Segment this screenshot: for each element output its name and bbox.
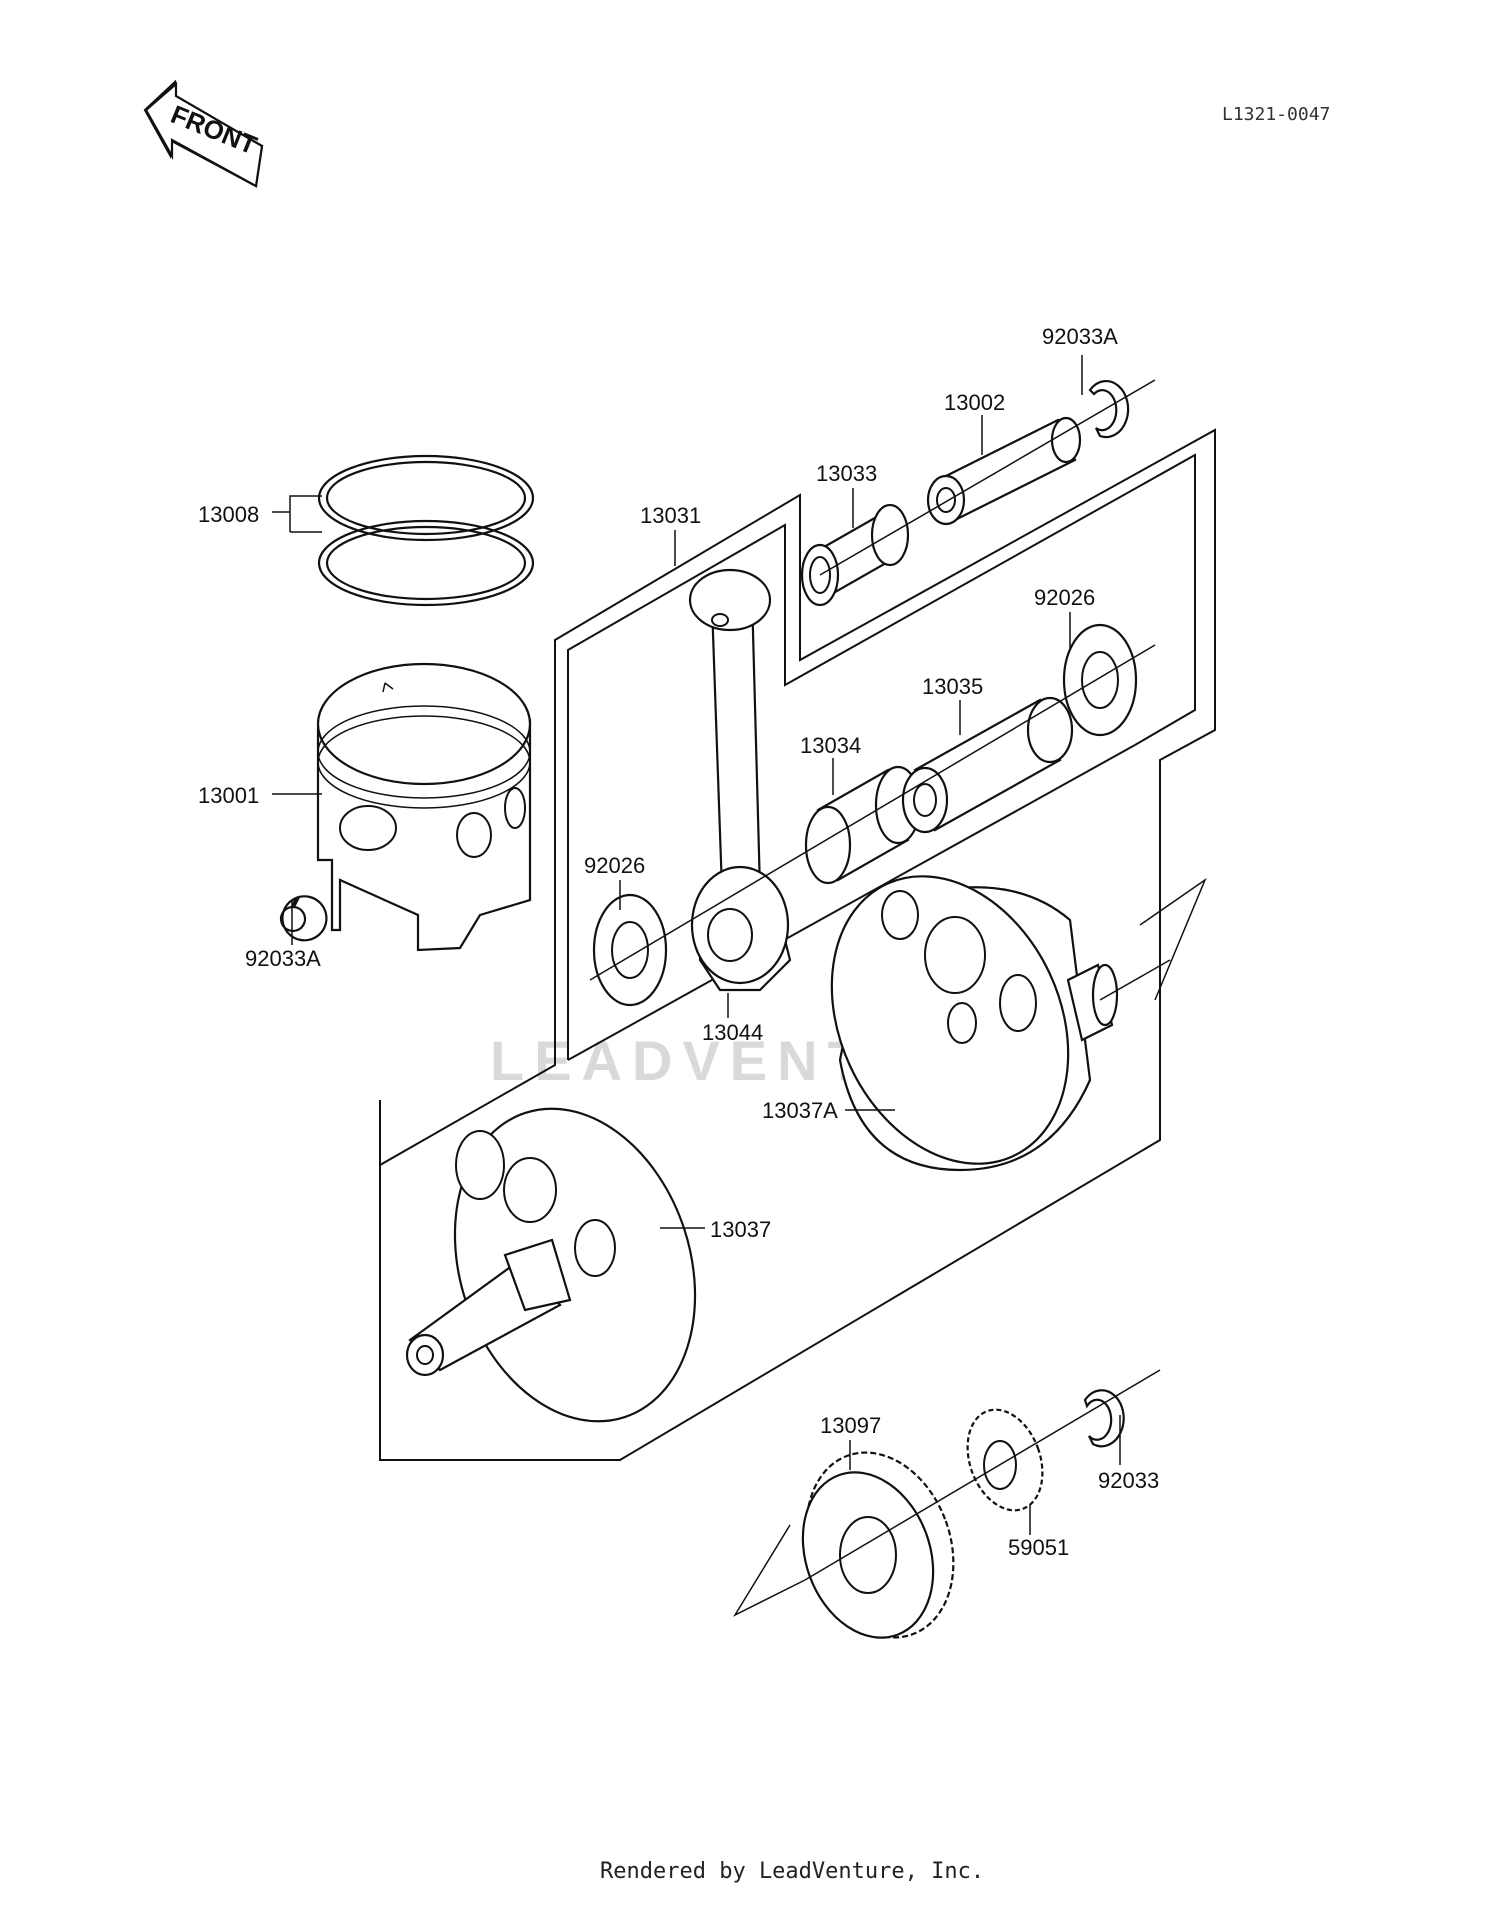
callout-92033: 92033: [1098, 1468, 1159, 1493]
connecting-rod: [688, 568, 792, 992]
primary-gear: [801, 1451, 955, 1639]
callout-13033: 13033: [816, 461, 877, 486]
piston: [316, 662, 532, 952]
callout-13034: 13034: [800, 733, 861, 758]
callout-13044: 13044: [702, 1020, 763, 1045]
callout-labels: 92033A 13002 13033 13031 13008 92026 130…: [198, 324, 1159, 1560]
thrust-washer-left: [592, 893, 668, 1007]
callout-13035: 13035: [922, 674, 983, 699]
callout-13008: 13008: [198, 502, 259, 527]
circlip-top: [1088, 380, 1130, 439]
sprocket: [966, 1408, 1044, 1512]
needle-bearing-large: [804, 765, 922, 885]
leader-lines: [272, 355, 1121, 1535]
callout-59051: 59051: [1008, 1535, 1069, 1560]
callout-13002: 13002: [944, 390, 1005, 415]
piston-rings: [317, 454, 535, 607]
thrust-washer-right: [1062, 623, 1138, 737]
callout-92033A-top: 92033A: [1042, 324, 1118, 349]
circlip-bottom: [1083, 1389, 1125, 1448]
callout-13001: 13001: [198, 783, 259, 808]
callout-92033A-left: 92033A: [245, 946, 321, 971]
callout-92026-right: 92026: [1034, 585, 1095, 610]
piston-pin: [926, 416, 1082, 526]
axis-break-right: [1139, 877, 1207, 1001]
axis-line-top: [819, 379, 1156, 576]
axis-break-bottom: [732, 1524, 806, 1617]
front-arrow-icon: FRONT: [143, 79, 264, 188]
callout-13037A: 13037A: [762, 1098, 838, 1123]
axis-line-middle: [589, 644, 1156, 981]
callout-13031: 13031: [640, 503, 701, 528]
crank-flywheel-right: [830, 875, 1119, 1172]
callout-13097: 13097: [820, 1413, 881, 1438]
axis-line-bottom: [804, 1369, 1161, 1581]
footer-credit: Rendered by LeadVenture, Inc.: [600, 1859, 984, 1884]
crank-pin: [901, 696, 1074, 834]
crank-flywheel-left: [405, 1107, 697, 1423]
callout-92026-left: 92026: [584, 853, 645, 878]
assembly-frame: [379, 428, 1216, 1461]
diagram-code: L1321-0047: [1222, 104, 1330, 125]
piston-circlip-left: [279, 895, 328, 942]
callout-13037: 13037: [710, 1217, 771, 1242]
axis-line-right: [1099, 959, 1171, 1001]
